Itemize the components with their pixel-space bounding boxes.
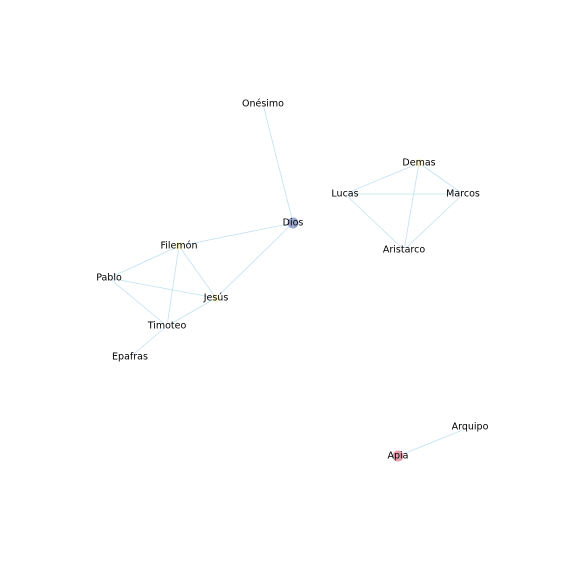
edge-demas-lucas — [344, 162, 420, 195]
node-lucas[interactable] — [341, 190, 349, 198]
edge-filemon-timoteo — [166, 245, 180, 327]
edge-arquipo-apia — [397, 426, 471, 457]
node-filemon[interactable] — [175, 242, 183, 250]
node-layer — [105, 100, 474, 462]
node-apia[interactable] — [392, 450, 404, 462]
node-demas[interactable] — [415, 159, 423, 167]
edge-filemon-pablo — [108, 245, 180, 279]
node-label-jesus: Jesús — [203, 293, 229, 304]
node-label-apia: Apia — [388, 451, 409, 462]
node-label-aristarco: Aristarco — [383, 245, 425, 256]
label-layer: OnésimoDiosFilemónPabloJesúsTimoteoEpafr… — [96, 99, 488, 462]
node-onesimo[interactable] — [259, 100, 267, 108]
node-label-filemon: Filemón — [161, 241, 198, 252]
node-timoteo[interactable] — [163, 322, 171, 330]
edge-timoteo-epafras — [129, 325, 168, 358]
node-label-arquipo: Arquipo — [452, 422, 489, 433]
edge-dios-filemon — [178, 222, 294, 247]
node-jesus[interactable] — [212, 294, 220, 302]
edge-lucas-aristarco — [344, 193, 405, 251]
edge-dios-jesus — [215, 222, 294, 299]
edge-pablo-timoteo — [108, 277, 168, 327]
edge-pablo-jesus — [108, 277, 217, 299]
node-label-dios: Dios — [283, 218, 304, 229]
node-label-timoteo: Timoteo — [147, 321, 187, 332]
edge-layer — [108, 103, 471, 457]
node-label-onesimo: Onésimo — [242, 99, 284, 110]
node-aristarco[interactable] — [400, 246, 408, 254]
node-pablo[interactable] — [105, 274, 113, 282]
node-label-pablo: Pablo — [96, 273, 122, 284]
edge-filemon-jesus — [178, 245, 217, 299]
node-dios[interactable] — [287, 217, 299, 229]
node-label-lucas: Lucas — [331, 189, 358, 200]
edge-demas-aristarco — [403, 162, 420, 251]
node-arquipo[interactable] — [466, 423, 474, 431]
node-epafras[interactable] — [126, 353, 134, 361]
edge-onesimo-dios — [262, 103, 294, 224]
node-marcos[interactable] — [459, 190, 467, 198]
node-label-demas: Demas — [402, 158, 435, 169]
edge-demas-marcos — [418, 162, 464, 195]
edge-jesus-timoteo — [166, 297, 217, 327]
edge-marcos-aristarco — [403, 193, 464, 251]
node-label-epafras: Epafras — [112, 352, 148, 363]
node-label-marcos: Marcos — [446, 189, 480, 200]
